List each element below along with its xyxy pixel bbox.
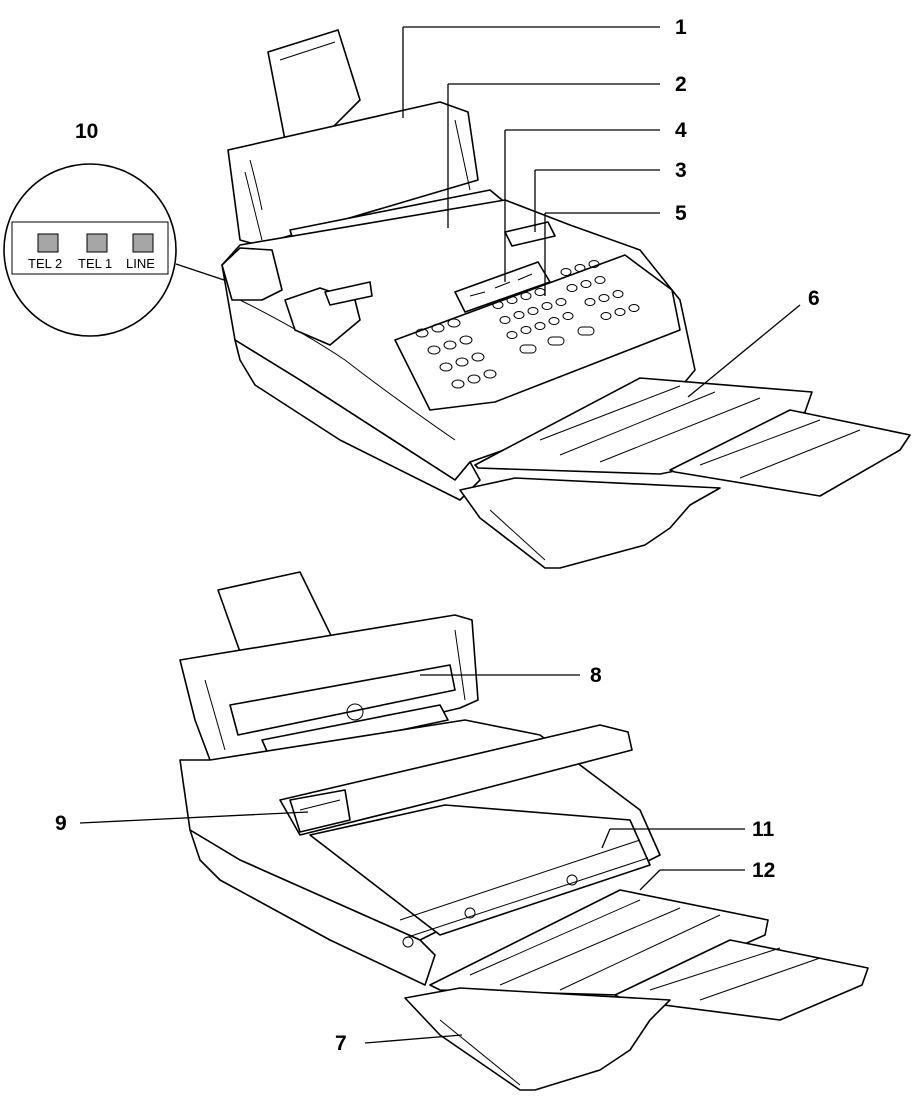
fax-machine-open — [179, 571, 869, 1091]
callout-9: 9 — [55, 812, 67, 835]
jack-tel2-label: TEL 2 — [28, 256, 62, 271]
callout-5: 5 — [675, 202, 687, 225]
callout-7: 7 — [335, 1032, 347, 1055]
callout-2: 2 — [675, 73, 687, 96]
leader-11-drop — [601, 828, 611, 849]
jack-tel1-port — [86, 233, 108, 253]
leader-7 — [364, 1034, 463, 1044]
callout-11: 11 — [752, 818, 775, 841]
callout-6: 6 — [808, 287, 820, 310]
jack-line-label: LINE — [126, 256, 155, 271]
callout-10: 10 — [75, 120, 98, 143]
callout-3: 3 — [675, 159, 687, 182]
fax-machine-closed — [221, 29, 911, 569]
callout-8: 8 — [590, 664, 602, 687]
callout-leaders — [79, 26, 801, 1044]
jack-outline-box — [11, 221, 169, 275]
callout-numbers: 1 2 4 3 5 6 10 8 9 11 12 7 — [55, 16, 820, 1055]
callout-4: 4 — [675, 119, 687, 142]
leader-6 — [687, 304, 801, 398]
leader-12-drop — [639, 869, 661, 891]
jack-line-port — [132, 233, 154, 253]
connector-jack-inset: TEL 2 TEL 1 LINE — [3, 163, 225, 337]
jack-tel2-port — [37, 233, 59, 253]
leader-9 — [79, 811, 309, 824]
callout-12: 12 — [752, 859, 775, 882]
callout-1: 1 — [675, 16, 687, 39]
jack-tel1-label: TEL 1 — [78, 256, 112, 271]
